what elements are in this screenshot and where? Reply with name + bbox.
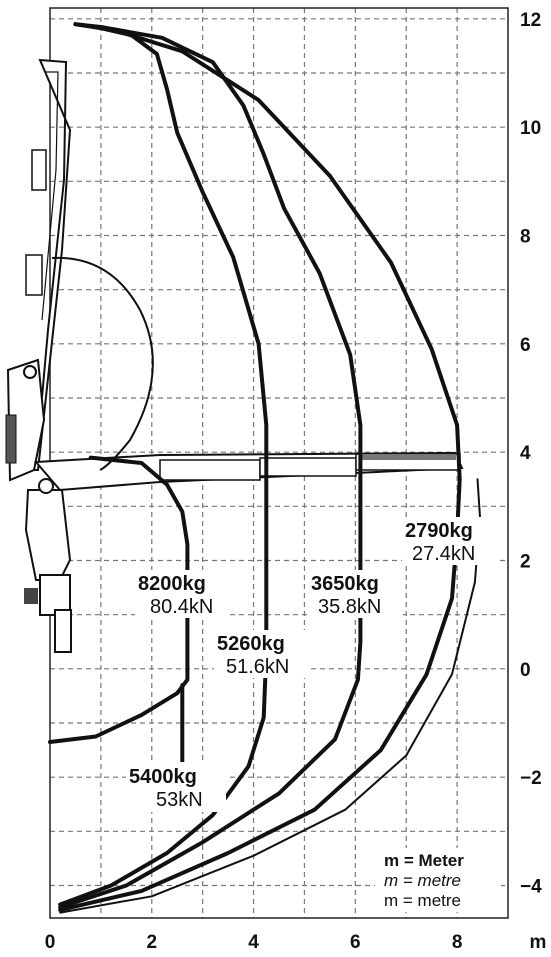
series-line (58, 22, 462, 912)
crane-boom-extension (159, 459, 261, 481)
y-tick-label: 2 (520, 552, 531, 573)
label-group-5260: 5260kg 51.6kN (214, 630, 309, 678)
y-tick-label: 6 (520, 335, 531, 356)
crane-base (24, 489, 72, 581)
crane-knuckle-detail (5, 414, 17, 464)
label-group-8200: 8200kg 80.4kN (135, 570, 230, 618)
crane-pedestal (39, 574, 71, 616)
x-tick-label: 8 (452, 932, 463, 953)
label-bg (214, 630, 309, 678)
label-bg (126, 762, 226, 812)
crane-column-detail (25, 254, 43, 296)
legend-bg (375, 848, 501, 912)
label-bg (402, 517, 497, 565)
crane-pedestal-leg (54, 609, 72, 653)
series-line (58, 22, 269, 907)
label-kn: 51.6kN (226, 656, 289, 678)
label-kn: 80.4kN (150, 596, 213, 618)
curve-labels: 8200kg 80.4kN 5400kg 53kN 5260kg 51.6kN … (126, 517, 497, 812)
crane-column-inner (41, 71, 59, 321)
label-group-5400: 5400kg 53kN (126, 762, 226, 812)
label-bg (135, 570, 230, 618)
x-unit-label: m (530, 932, 547, 953)
crane-joint (38, 478, 54, 494)
axes: 0 2 4 6 8 m 12 10 8 6 4 2 0 −2 −4 (45, 10, 547, 953)
crane-hook (24, 588, 38, 604)
crane-boom-extension (259, 457, 357, 477)
label-kg: 8200kg (138, 573, 206, 595)
x-tick-label: 0 (45, 932, 56, 953)
slewing-arc (51, 256, 154, 471)
x-tick-label: 6 (350, 932, 361, 953)
crane-boom-hatch (360, 454, 456, 460)
y-tick-label: 12 (520, 10, 541, 31)
x-tick-label: 2 (146, 932, 157, 953)
y-tick-label: 8 (520, 227, 531, 248)
x-tick-label: 4 (248, 932, 259, 953)
crane-drawing (5, 58, 464, 653)
y-tick-label: 4 (520, 443, 531, 464)
label-kn: 35.8kN (318, 596, 381, 618)
y-tick-label: 10 (520, 118, 541, 139)
series-line (58, 22, 363, 910)
y-tick-label: −2 (520, 768, 542, 789)
crane-joint (23, 365, 37, 379)
unit-legend: m = Meter m = metre m = metre (375, 848, 501, 912)
legend-entry: m = Meter (384, 851, 464, 870)
label-kn: 27.4kN (412, 543, 475, 565)
label-group-3650: 3650kg 35.8kN (308, 570, 403, 618)
legend-entry: m = metre (384, 891, 461, 910)
legend-entry: m = metre (384, 871, 461, 890)
label-kn: 53kN (156, 789, 203, 811)
label-kg: 5260kg (217, 633, 285, 655)
grid (49, 7, 509, 919)
label-bg (308, 570, 403, 618)
y-tick-label: −4 (520, 877, 542, 898)
label-group-2790: 2790kg 27.4kN (402, 517, 497, 565)
label-kg: 5400kg (129, 766, 197, 788)
crane-column-detail (31, 149, 47, 191)
label-kg: 2790kg (405, 520, 473, 542)
y-tick-label: 0 (520, 660, 531, 681)
label-kg: 3650kg (311, 573, 379, 595)
